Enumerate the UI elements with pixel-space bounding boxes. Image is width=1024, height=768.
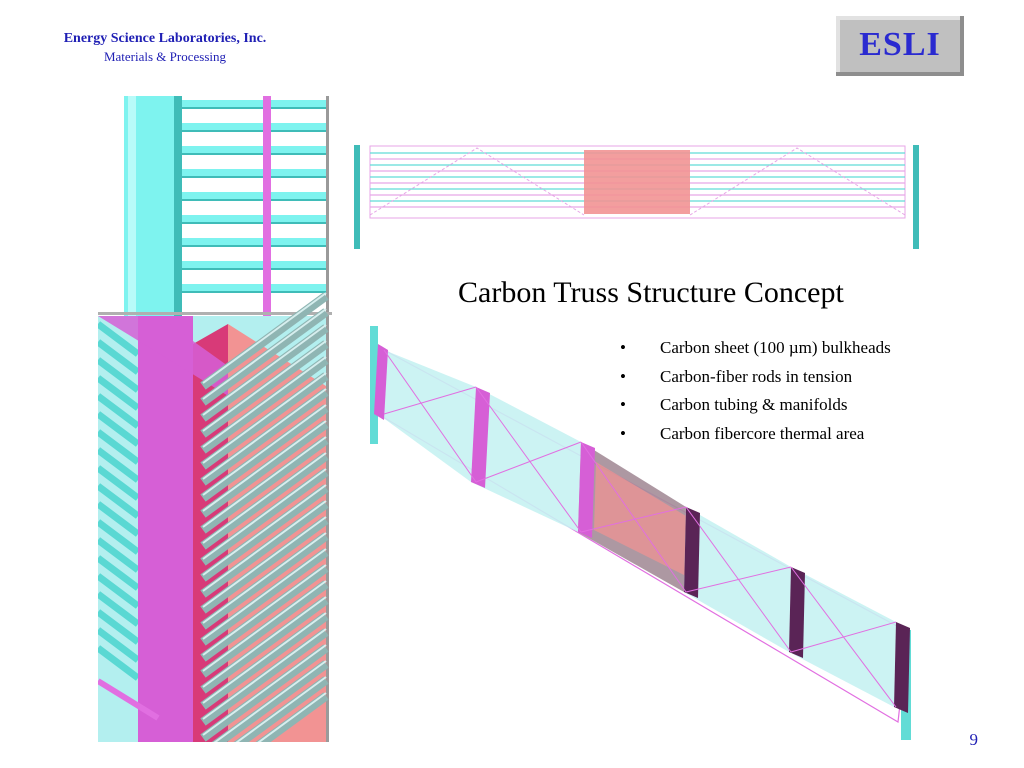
bullet-item: Carbon-fiber rods in tension: [620, 367, 891, 396]
company-header: Energy Science Laboratories, Inc. Materi…: [40, 30, 290, 65]
slide-title: Carbon Truss Structure Concept: [458, 276, 844, 309]
company-subtitle: Materials & Processing: [103, 49, 227, 64]
bullet-item: Carbon sheet (100 µm) bulkheads: [620, 338, 891, 367]
truss-isometric-illustration: [370, 326, 911, 740]
esli-logo: ESLI: [836, 16, 964, 76]
bullet-item: Carbon fibercore thermal area: [620, 424, 891, 453]
logo-text: ESLI: [859, 26, 941, 63]
bullet-item: Carbon tubing & manifolds: [620, 395, 891, 424]
page-number: 9: [969, 730, 979, 749]
bullet-list: Carbon sheet (100 µm) bulkheads Carbon-f…: [620, 338, 891, 452]
truss-closeup-illustration: [98, 96, 332, 742]
company-name: Energy Science Laboratories, Inc.: [63, 31, 267, 46]
truss-side-view-illustration: [354, 145, 919, 249]
